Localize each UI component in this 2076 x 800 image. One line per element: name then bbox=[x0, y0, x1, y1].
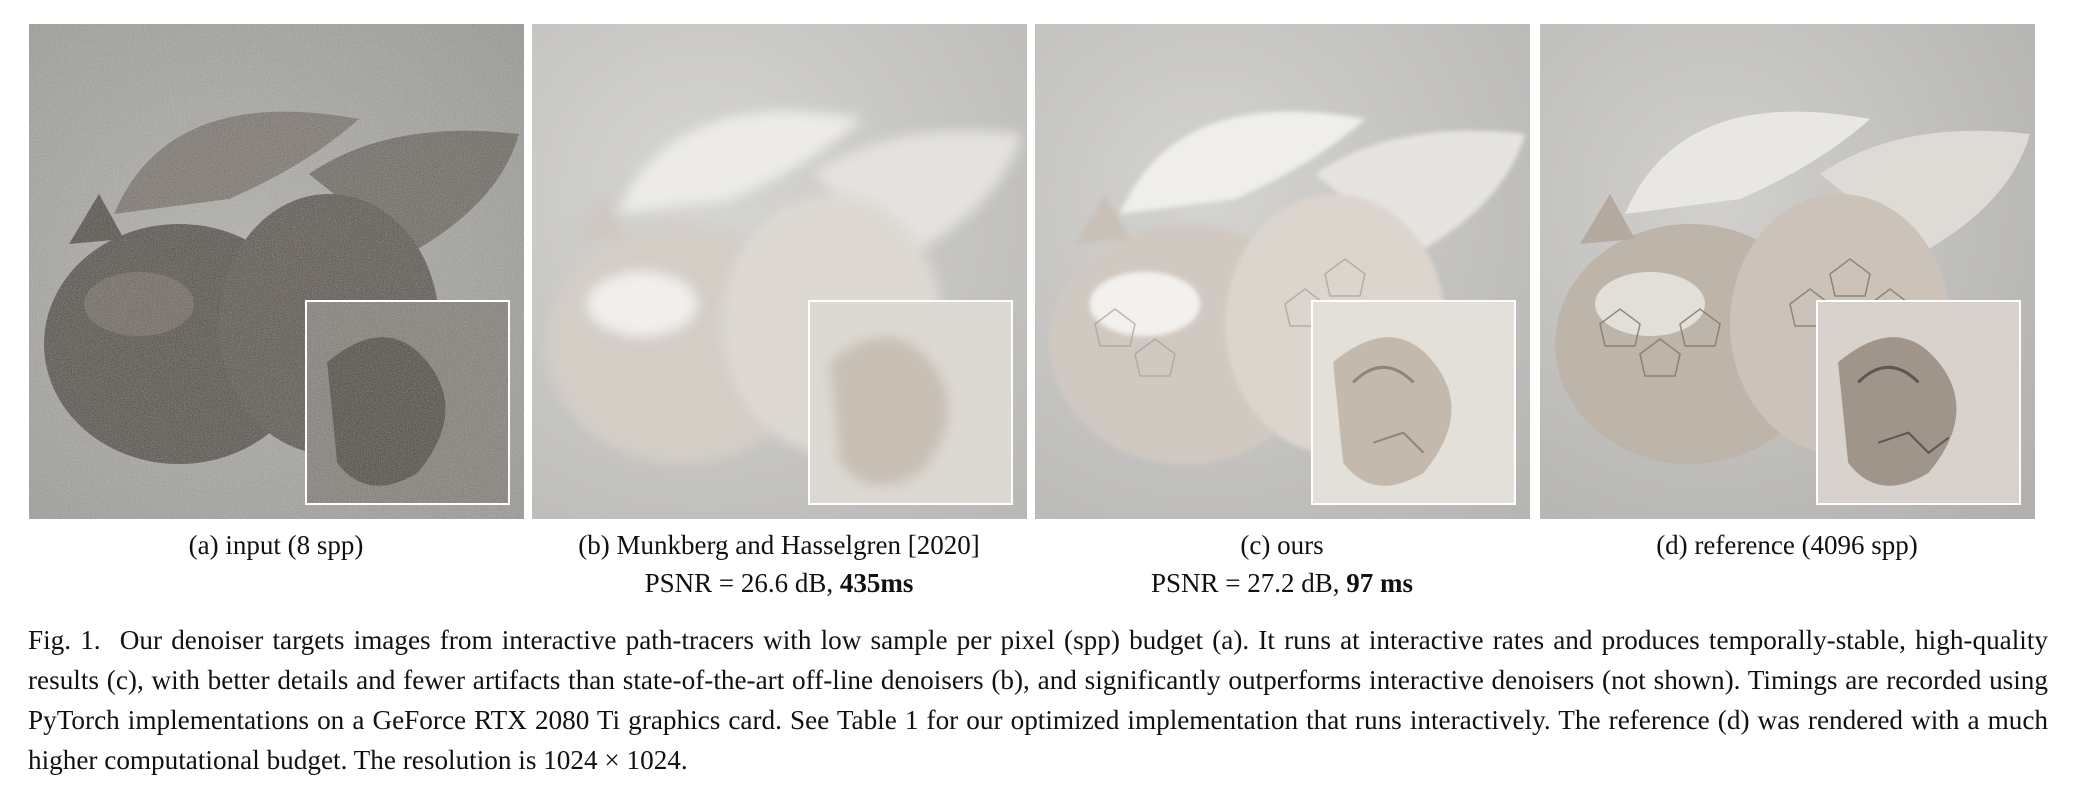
zoom-inset-d bbox=[1816, 300, 2021, 505]
psnr-b: PSNR = 26.6 dB, bbox=[644, 568, 840, 598]
zoom-inset-b bbox=[808, 300, 1013, 505]
subcaption-label-a: (a) input (8 spp) bbox=[188, 530, 364, 560]
zoom-inset-denoised-detail bbox=[1313, 302, 1514, 503]
subcaption-c: (c) ours PSNR = 27.2 dB, 97 ms bbox=[1022, 526, 1542, 602]
figure-panel-c bbox=[1035, 24, 1530, 519]
subcaption-b: (b) Munkberg and Hasselgren [2020] PSNR … bbox=[519, 526, 1039, 602]
subcaption-label-d: (d) reference (4096 spp) bbox=[1656, 530, 1918, 560]
subcaption-metric-b: PSNR = 26.6 dB, 435ms bbox=[519, 564, 1039, 602]
zoom-inset-a bbox=[305, 300, 510, 505]
figure-panel-a bbox=[29, 24, 524, 519]
subcaption-a: (a) input (8 spp) bbox=[16, 526, 536, 564]
figure-number: Fig. 1. bbox=[28, 625, 101, 655]
figure-caption: Fig. 1. Our denoiser targets images from… bbox=[28, 620, 2048, 780]
subcaption-d: (d) reference (4096 spp) bbox=[1527, 526, 2047, 564]
subcaption-label-c: (c) ours bbox=[1240, 530, 1324, 560]
subcaption-label-b: (b) Munkberg and Hasselgren [2020] bbox=[578, 530, 980, 560]
zoom-inset-c bbox=[1311, 300, 1516, 505]
figure-panel-d bbox=[1540, 24, 2035, 519]
subcaption-metric-c: PSNR = 27.2 dB, 97 ms bbox=[1022, 564, 1542, 602]
figure-panel-b bbox=[532, 24, 1027, 519]
psnr-c: PSNR = 27.2 dB, bbox=[1150, 568, 1347, 598]
zoom-inset-reference-detail bbox=[1818, 302, 2019, 503]
caption-text: Our denoiser targets images from interac… bbox=[28, 625, 2048, 775]
zoom-inset-blurry-detail bbox=[810, 302, 1011, 503]
zoom-inset-noisy-detail bbox=[307, 302, 508, 503]
timing-b: 435ms bbox=[839, 568, 914, 598]
timing-c: 97 ms bbox=[1346, 568, 1414, 598]
